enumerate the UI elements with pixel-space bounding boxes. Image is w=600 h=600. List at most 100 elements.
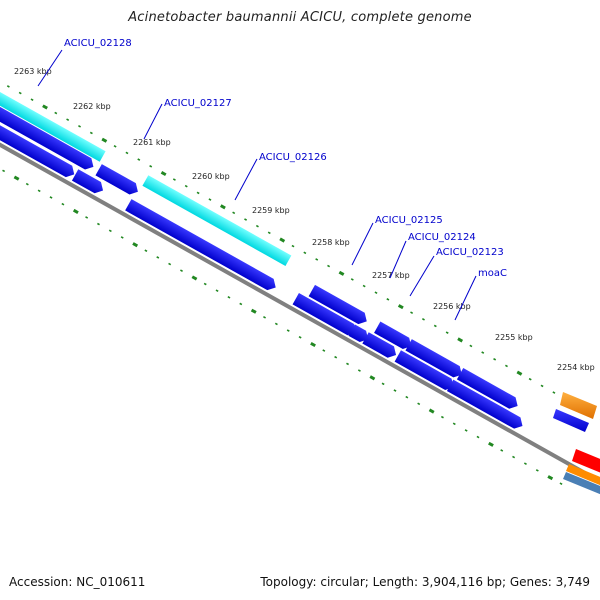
- scale-tick: [160, 170, 167, 177]
- scale-tick: [493, 357, 497, 361]
- scale-tick: [405, 395, 409, 399]
- scale-tick: [13, 175, 20, 181]
- cds-row-b-end[interactable]: [553, 409, 589, 432]
- scale-tick: [279, 237, 286, 243]
- kbp-label: 2254 kbp: [557, 363, 595, 372]
- cds-acicu-02128[interactable]: [0, 86, 97, 173]
- scale-tick: [61, 202, 65, 206]
- scale-tick: [191, 275, 198, 281]
- callout-line: [389, 240, 407, 279]
- scale-tick: [457, 337, 464, 343]
- scale-tick: [374, 291, 378, 295]
- scale-tick: [516, 370, 523, 376]
- scale-tick: [310, 341, 316, 348]
- gene-label-acicu-02124[interactable]: ACICU_02124: [408, 232, 476, 243]
- scale-tick: [184, 184, 188, 188]
- scale-tick: [464, 429, 468, 432]
- orange-feature-upper[interactable]: [560, 392, 597, 419]
- scale-tick: [72, 208, 79, 214]
- scale-tick: [144, 249, 148, 253]
- cds-row-b-8[interactable]: [446, 379, 526, 432]
- cds-row-b-4[interactable]: [292, 293, 360, 338]
- scale-tick: [540, 384, 544, 388]
- cds-row-b-2[interactable]: [71, 169, 106, 196]
- scale-tick: [168, 262, 172, 266]
- scale-tick: [417, 402, 421, 406]
- cds-moac[interactable]: [456, 368, 521, 412]
- cds-acicu-02124[interactable]: [374, 321, 414, 352]
- scale-tick: [286, 329, 290, 332]
- scale-ticks-inner: [2, 169, 563, 485]
- scale-tick: [315, 258, 319, 261]
- scale-tick: [528, 377, 532, 381]
- scale-tick: [362, 284, 366, 288]
- scale-tick: [512, 455, 516, 459]
- scale-tick: [410, 311, 414, 314]
- scale-tick: [433, 324, 437, 328]
- scale-tick: [220, 204, 226, 210]
- cds-row-b-6[interactable]: [362, 332, 399, 360]
- scale-tick: [334, 355, 338, 359]
- scale-tick: [132, 242, 139, 248]
- scale-tick: [37, 189, 41, 193]
- scale-tick: [428, 408, 435, 414]
- genome-summary-text: Topology: circular; Length: 3,904,116 bp…: [260, 575, 590, 589]
- scale-tick: [386, 298, 390, 301]
- gene-callout-lines: [37, 49, 477, 321]
- gene-label-acicu-02125[interactable]: ACICU_02125: [375, 215, 443, 226]
- kbp-label: 2255 kbp: [495, 333, 533, 342]
- callout-line: [143, 103, 163, 140]
- gene-acicu-02128-highlight[interactable]: [0, 75, 106, 162]
- cds-row-b-5[interactable]: [348, 324, 371, 345]
- scale-tick: [547, 475, 554, 481]
- scale-tick: [137, 158, 141, 161]
- scale-tick: [49, 196, 53, 199]
- scale-tick: [298, 335, 302, 339]
- scale-tick: [85, 216, 89, 219]
- scale-tick: [500, 449, 504, 452]
- scale-tick: [369, 375, 376, 381]
- rrna-features: [553, 392, 600, 497]
- scale-tick: [208, 198, 212, 201]
- genome-backbone: [0, 113, 586, 475]
- scale-tick: [89, 131, 93, 135]
- scale-tick: [18, 91, 22, 95]
- scale-tick: [66, 118, 70, 121]
- gene-label-acicu-02126[interactable]: ACICU_02126: [259, 152, 327, 163]
- cds-row-b-1[interactable]: [0, 100, 77, 180]
- scale-tick: [357, 369, 361, 372]
- cds-row-b-7[interactable]: [394, 350, 457, 393]
- cds-row-b-3[interactable]: [125, 199, 279, 293]
- cds-acicu-02125[interactable]: [308, 284, 370, 327]
- blue-grey-feature[interactable]: [563, 472, 600, 497]
- orange-feature-lower[interactable]: [566, 464, 600, 488]
- scale-tick: [232, 211, 236, 215]
- gene-label-acicu-02123[interactable]: ACICU_02123: [436, 247, 504, 258]
- scale-tick: [559, 482, 563, 485]
- scale-tick: [350, 278, 354, 281]
- callout-line: [234, 158, 258, 201]
- scale-tick: [42, 104, 48, 110]
- gene-label-acicu-02127[interactable]: ACICU_02127: [164, 98, 232, 109]
- red-feature[interactable]: [572, 449, 600, 475]
- callout-line: [351, 222, 374, 266]
- scale-tick: [338, 270, 345, 276]
- scale-tick: [523, 462, 527, 466]
- kbp-labels: 2263 kbp 2262 kbp 2261 kbp 2260 kbp 2259…: [14, 67, 595, 372]
- scale-tick: [25, 182, 29, 186]
- gene-acicu-02126-highlight[interactable]: [142, 175, 292, 266]
- scale-tick: [303, 251, 307, 255]
- scale-tick: [96, 222, 100, 226]
- scale-tick: [535, 469, 539, 472]
- scale-tick: [322, 349, 326, 352]
- scale-tick: [267, 231, 271, 235]
- gene-label-acicu-02128[interactable]: ACICU_02128: [64, 38, 132, 49]
- scale-tick: [244, 218, 248, 221]
- scale-tick: [149, 164, 153, 168]
- scale-tick: [120, 236, 124, 239]
- gene-label-moac[interactable]: moaC: [478, 268, 507, 279]
- cds-acicu-02123[interactable]: [405, 339, 465, 380]
- cds-acicu-02127[interactable]: [95, 164, 141, 197]
- scale-tick: [440, 415, 444, 419]
